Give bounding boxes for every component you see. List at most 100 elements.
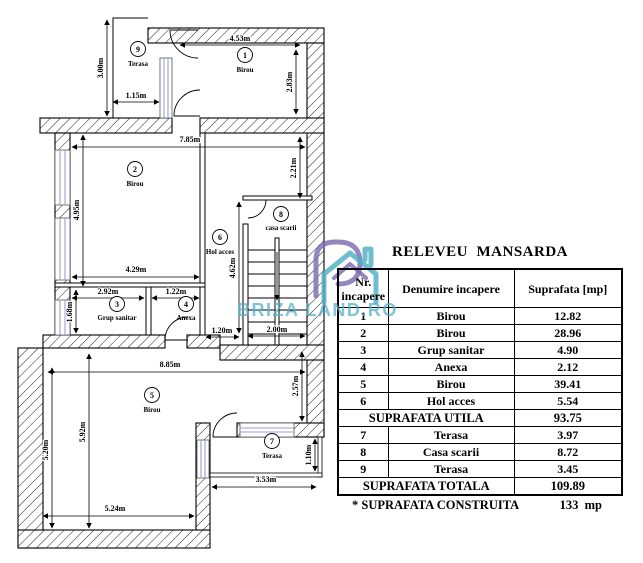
dim-label: 2.00m xyxy=(267,325,288,334)
dim-label: 1.22m xyxy=(166,287,187,296)
cell-area: 93.75 xyxy=(513,409,623,427)
room-number: 3 xyxy=(115,300,119,309)
cell-nr: 9 xyxy=(337,460,389,478)
dim-label: 2.57m xyxy=(291,375,300,396)
dim-label: 8.85m xyxy=(160,360,181,369)
cell-name: Birou xyxy=(387,324,515,342)
room-label-4: 4 Anexa xyxy=(176,296,196,322)
table-header-row: Nr. incapere Denumire incapere Suprafata… xyxy=(337,268,623,308)
room-number-badge xyxy=(144,387,160,403)
room-number: 9 xyxy=(136,45,140,54)
plan-title: RELEVEU MANSARDA xyxy=(391,244,568,260)
header-area: Suprafata [mp] xyxy=(513,268,623,308)
cell-area: 5.54 xyxy=(513,392,623,410)
room-label-5: 5 Birou xyxy=(144,387,161,414)
cell-nr: 6 xyxy=(337,392,389,410)
room-name: Terasa xyxy=(262,452,282,460)
cell-nr: 3 xyxy=(337,341,389,359)
dim-label: 3.53m xyxy=(256,475,277,484)
cell-area: 2.12 xyxy=(513,358,623,376)
header-name: Denumire incapere xyxy=(387,268,515,308)
door-arc xyxy=(212,412,238,438)
room-labels: 9 Terasa 1 Birou 2 Birou 6 Hol acces 8 xyxy=(97,41,297,460)
room-name: Hol acces xyxy=(206,248,234,256)
dim-label: 4.53m xyxy=(230,34,251,43)
cell-name: Hol acces xyxy=(387,392,515,410)
dimension-lines xyxy=(42,19,318,529)
cell-nr: 8 xyxy=(337,443,389,461)
cell-area: 4.90 xyxy=(513,341,623,359)
cell-nr: 1 xyxy=(337,307,389,325)
room-name: Terasa xyxy=(128,60,148,68)
header-nr: Nr. incapere xyxy=(337,268,389,308)
cell-name: Casa scarii xyxy=(387,443,515,461)
room-number: 8 xyxy=(279,210,283,219)
room-label-8: 8 casa scarii xyxy=(266,206,297,232)
cell-summary-label: SUPRAFATA TOTALA xyxy=(337,477,515,496)
cell-name: Birou xyxy=(387,307,515,325)
room-number: 1 xyxy=(243,51,247,60)
table-row: 2 Birou 28.96 xyxy=(337,324,623,342)
room-number-badge xyxy=(127,161,143,177)
room-number: 7 xyxy=(270,437,274,446)
room-number-badge xyxy=(212,229,228,245)
terrace7-outline xyxy=(317,436,323,478)
dim-label: 1.15m xyxy=(126,91,147,100)
room-label-7: 7 Terasa xyxy=(262,433,282,460)
cell-area: 39.41 xyxy=(513,375,623,393)
table-row-summary: SUPRAFATA UTILA 93.75 xyxy=(337,409,623,427)
room-name: Birou xyxy=(237,66,254,74)
table-row: 1 Birou 12.82 xyxy=(337,307,623,325)
room-number-badge xyxy=(109,296,125,312)
dimension-labels: 4.53m 3.00m 2.83m 1.15m 7.85m 2.21m 4.95… xyxy=(40,33,315,515)
windows xyxy=(54,57,295,479)
room-number-badge xyxy=(264,433,280,449)
dim-label: 7.85m xyxy=(180,135,201,144)
cell-name: Terasa xyxy=(387,426,515,444)
cell-name: Grup sanitar xyxy=(387,341,515,359)
table-row: 8 Casa scarii 8.72 xyxy=(337,443,623,461)
dim-label: 4.62m xyxy=(228,257,237,278)
footer-note: * SUPRAFATA CONSTRUITA 133 mp xyxy=(352,498,602,513)
dim-label: 5.24m xyxy=(105,504,126,513)
cell-area: 28.96 xyxy=(513,324,623,342)
cell-name: Birou xyxy=(387,375,515,393)
door-arc xyxy=(173,89,201,117)
room-number: 4 xyxy=(184,300,188,309)
dim-label: 3.00m xyxy=(96,57,105,78)
table-row: 7 Terasa 3.97 xyxy=(337,426,623,444)
window xyxy=(196,439,210,479)
room-label-2: 2 Birou xyxy=(127,161,144,188)
cell-summary-label: SUPRAFATA UTILA xyxy=(337,409,515,427)
doors xyxy=(164,29,267,438)
window xyxy=(54,299,71,336)
dim-label: 2.83m xyxy=(285,71,294,92)
dim-label: 2.21m xyxy=(289,157,298,178)
table-row: 3 Grup sanitar 4.90 xyxy=(337,341,623,359)
door-arc xyxy=(164,316,189,341)
dim-label: 5.92m xyxy=(78,421,87,442)
header-nr-line1: Nr. xyxy=(355,274,372,289)
dim-label: 2.92m xyxy=(98,287,119,296)
table-row: 4 Anexa 2.12 xyxy=(337,358,623,376)
room-label-9: 9 Terasa xyxy=(128,41,148,68)
dim-label: 1.20m xyxy=(212,326,233,335)
room-number-badge xyxy=(273,206,289,222)
cell-nr: 4 xyxy=(337,358,389,376)
window xyxy=(239,422,295,438)
cell-area: 109.89 xyxy=(513,477,623,496)
table-row: 6 Hol acces 5.54 xyxy=(337,392,623,410)
table-row: 5 Birou 39.41 xyxy=(337,375,623,393)
room-number-badge xyxy=(130,41,146,57)
terrace9-outline xyxy=(112,17,148,118)
room-name: Anexa xyxy=(176,314,196,322)
cell-area: 3.97 xyxy=(513,426,623,444)
cell-name: Anexa xyxy=(387,358,515,376)
room-name: Birou xyxy=(144,406,161,414)
cell-area: 8.72 xyxy=(513,443,623,461)
room-number: 6 xyxy=(218,233,222,242)
cell-nr: 2 xyxy=(337,324,389,342)
footer-value: 133 mp xyxy=(559,498,602,512)
window xyxy=(54,217,71,281)
dim-label: 4.95m xyxy=(72,199,81,220)
